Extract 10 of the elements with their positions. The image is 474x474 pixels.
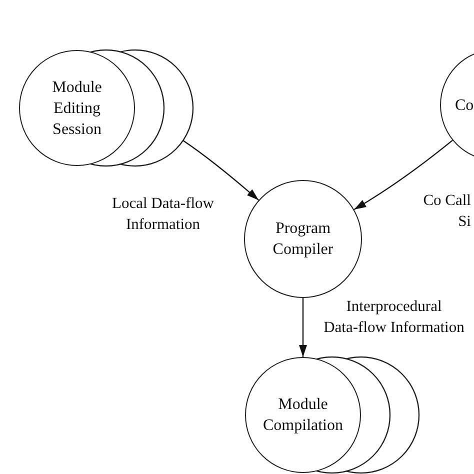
edge-label: Interprocedural Data-flow Information <box>322 297 466 338</box>
arrow <box>299 298 307 357</box>
node-label: Co <box>454 96 474 116</box>
node-label: Module Compilation <box>262 395 344 436</box>
arrow <box>354 140 453 210</box>
node-label: Program Compiler <box>272 219 334 260</box>
edge-label: Local Data-flow Information <box>110 194 215 235</box>
arrow <box>182 140 259 201</box>
edge-label: Co Call Si <box>422 191 471 232</box>
node-label: Module Editing Session <box>51 78 103 140</box>
